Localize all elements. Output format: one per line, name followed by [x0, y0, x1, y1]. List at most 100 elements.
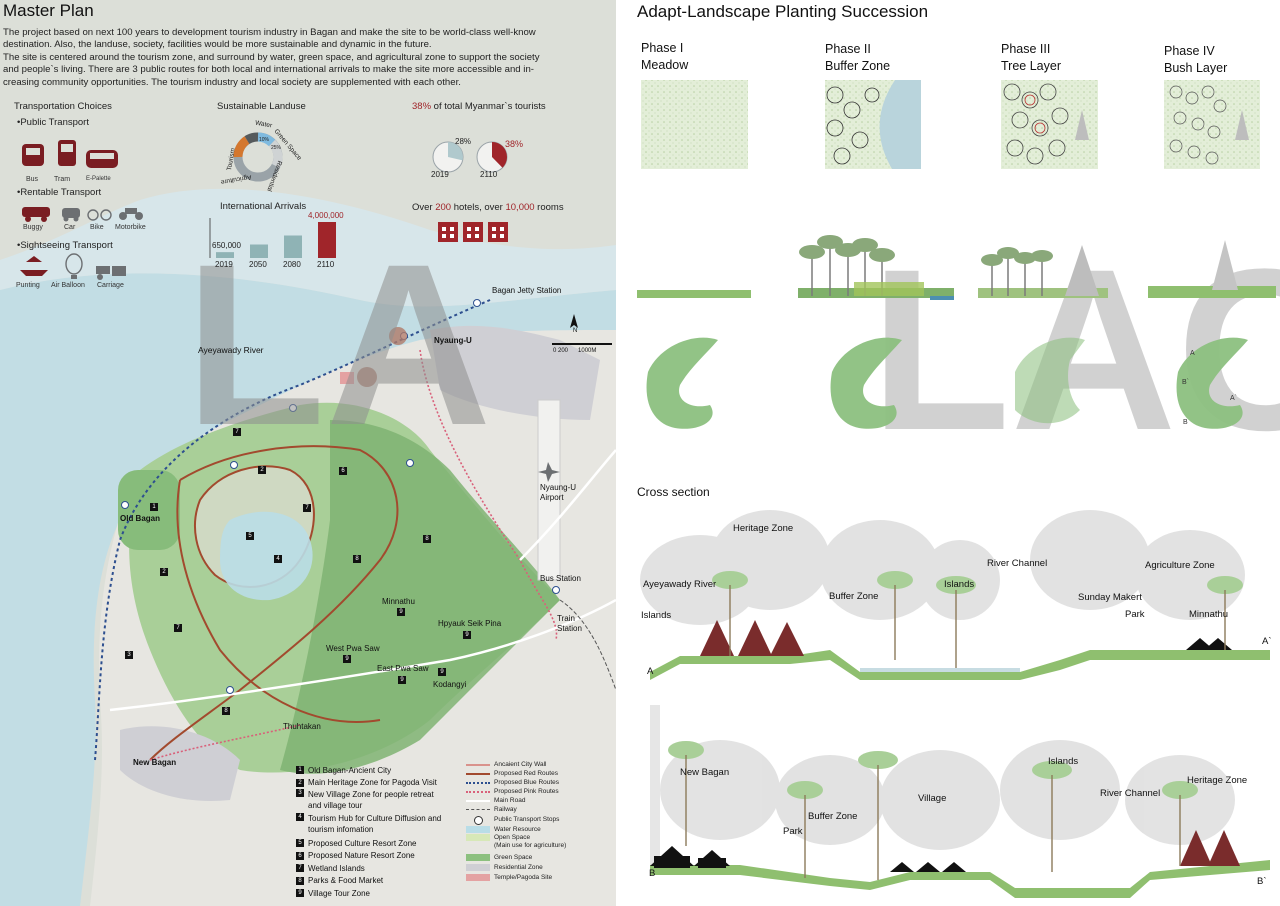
kodangyi-label: Kodangyi	[433, 680, 467, 689]
car-label: Car	[64, 224, 76, 231]
zone-label: Parks & Food Market	[308, 876, 384, 886]
carriage-label: Carriage	[97, 282, 124, 289]
public-transport-title: •Public Transport	[17, 117, 89, 128]
key-swatch	[466, 799, 490, 802]
transport-heading: Transportation Choices	[14, 101, 112, 112]
phase-2-swatch	[825, 80, 921, 169]
landuse-pct-green: 25%	[271, 145, 282, 151]
bike-icon	[87, 209, 112, 221]
zone-marker: 2	[160, 568, 168, 576]
cs-aa-label: Agriculture Zone	[1145, 560, 1215, 571]
arrivals-year-label: 2080	[283, 260, 301, 269]
cs-bb-label: Village	[918, 793, 947, 804]
phase-3-swatch	[1001, 80, 1098, 169]
hotel-icon	[463, 222, 483, 242]
river-label: Ayeyawady River	[198, 345, 264, 355]
arrivals-title: International Arrivals	[220, 201, 307, 212]
zone-marker: 9	[397, 608, 405, 616]
landuse-donut	[233, 132, 283, 182]
key-item: Residential Zone	[466, 862, 566, 872]
zone-marker: 9	[398, 676, 406, 684]
key-swatch	[466, 873, 490, 881]
cs-bb-label: Buffer Zone	[808, 811, 858, 822]
key-item: Main Road	[466, 796, 566, 805]
punting-label: Punting	[16, 282, 40, 289]
key-swatch	[466, 790, 490, 793]
hpyauk-label: Hpyauk Seik Pina	[438, 619, 502, 628]
phase-4-plan	[1176, 337, 1248, 429]
zone-label: Old Bagan-Ancient City	[308, 765, 392, 775]
zone-marker: 9	[343, 655, 351, 663]
zone-label: Village Tour Zone	[308, 888, 370, 898]
key-label: Public Transport Stops	[494, 815, 560, 823]
main-road	[109, 598, 616, 712]
phase-3-plan	[1015, 337, 1085, 424]
zone-marker: 6	[339, 467, 347, 475]
carriage-icon	[96, 266, 126, 280]
rooms-count: 10,000	[505, 202, 535, 213]
watermark: LA	[185, 216, 492, 473]
key-label: Main Road	[494, 797, 526, 804]
cs-bb-label: River Channel	[1100, 788, 1161, 799]
key-item: Green Space	[466, 852, 566, 862]
zone-num: 6	[296, 851, 304, 860]
key-swatch	[466, 781, 490, 784]
cs-aa-label: Ayeyawady River	[643, 579, 717, 590]
intro-line: and people`s living. There are 3 public …	[3, 64, 534, 76]
zone-marker: 9	[438, 668, 446, 676]
zone-num: 3	[296, 789, 304, 797]
bus-icon	[22, 144, 44, 166]
hotels-mid: hotels, over	[451, 202, 506, 213]
cs-aa-label: Park	[1125, 609, 1145, 620]
punting-icon	[20, 256, 48, 276]
intro-line: creasing community opportunities. The to…	[3, 76, 461, 88]
buggy-label: Buggy	[23, 224, 43, 231]
key-label: Proposed Pink Routes	[494, 788, 559, 795]
hotel-icon	[488, 222, 508, 242]
zone-marker: 7	[174, 624, 182, 632]
tourist-pie-2019	[432, 141, 464, 173]
master-plan-map	[0, 132, 616, 906]
transport-stop	[473, 299, 481, 307]
phase-name: Tree Layer	[1001, 59, 1061, 73]
phase-name: Meadow	[641, 58, 689, 72]
pagoda-site	[389, 327, 407, 345]
zone-num: 2	[296, 778, 304, 787]
zone-legend-item: 8 Parks & Food Market	[296, 875, 441, 888]
zone-label: Proposed Nature Resort Zone	[308, 851, 415, 861]
zone-label: New Village Zone for people retreat and …	[308, 790, 434, 810]
temple-site	[340, 372, 354, 384]
phase-plans	[646, 337, 1248, 429]
cs-bb-label: Heritage Zone	[1187, 775, 1248, 786]
zone-marker: 4	[274, 555, 282, 563]
zone-label: Wetland Islands	[308, 863, 365, 873]
arrivals-bar	[284, 235, 302, 258]
intro-line: destination. Also, the landuse, society,…	[3, 39, 432, 51]
zone-label: Proposed Culture Resort Zone	[308, 838, 417, 848]
airplane-icon	[538, 462, 560, 482]
zone-legend-item: 6 Proposed Nature Resort Zone	[296, 850, 441, 863]
plan-label-a-prime: A`	[1230, 395, 1237, 402]
zone-marker: 3	[125, 651, 133, 659]
phase-2-elevation	[798, 235, 954, 300]
river-upper	[0, 188, 616, 307]
transport-stop	[552, 586, 560, 594]
zone-marker: 8	[353, 555, 361, 563]
key-swatch	[466, 809, 490, 810]
key-item: Proposed Blue Routes	[466, 778, 566, 787]
zone-legend-item: 3 New Village Zone for people retreat and…	[296, 789, 441, 813]
zone-num: 8	[296, 876, 304, 885]
hotels-pre: Over	[412, 202, 436, 213]
arrivals-bar	[318, 222, 336, 258]
cs-bb-label: New Bagan	[680, 767, 730, 778]
intro-line: The project based on next 100 years to d…	[3, 27, 536, 38]
key-swatch	[466, 772, 490, 775]
transport-stop	[121, 501, 129, 509]
arrivals-year-label: 2050	[249, 260, 267, 269]
map-key-legend: Ancaient City Wall Proposed Red Routes P…	[466, 760, 566, 882]
wetland-lake	[220, 511, 313, 601]
